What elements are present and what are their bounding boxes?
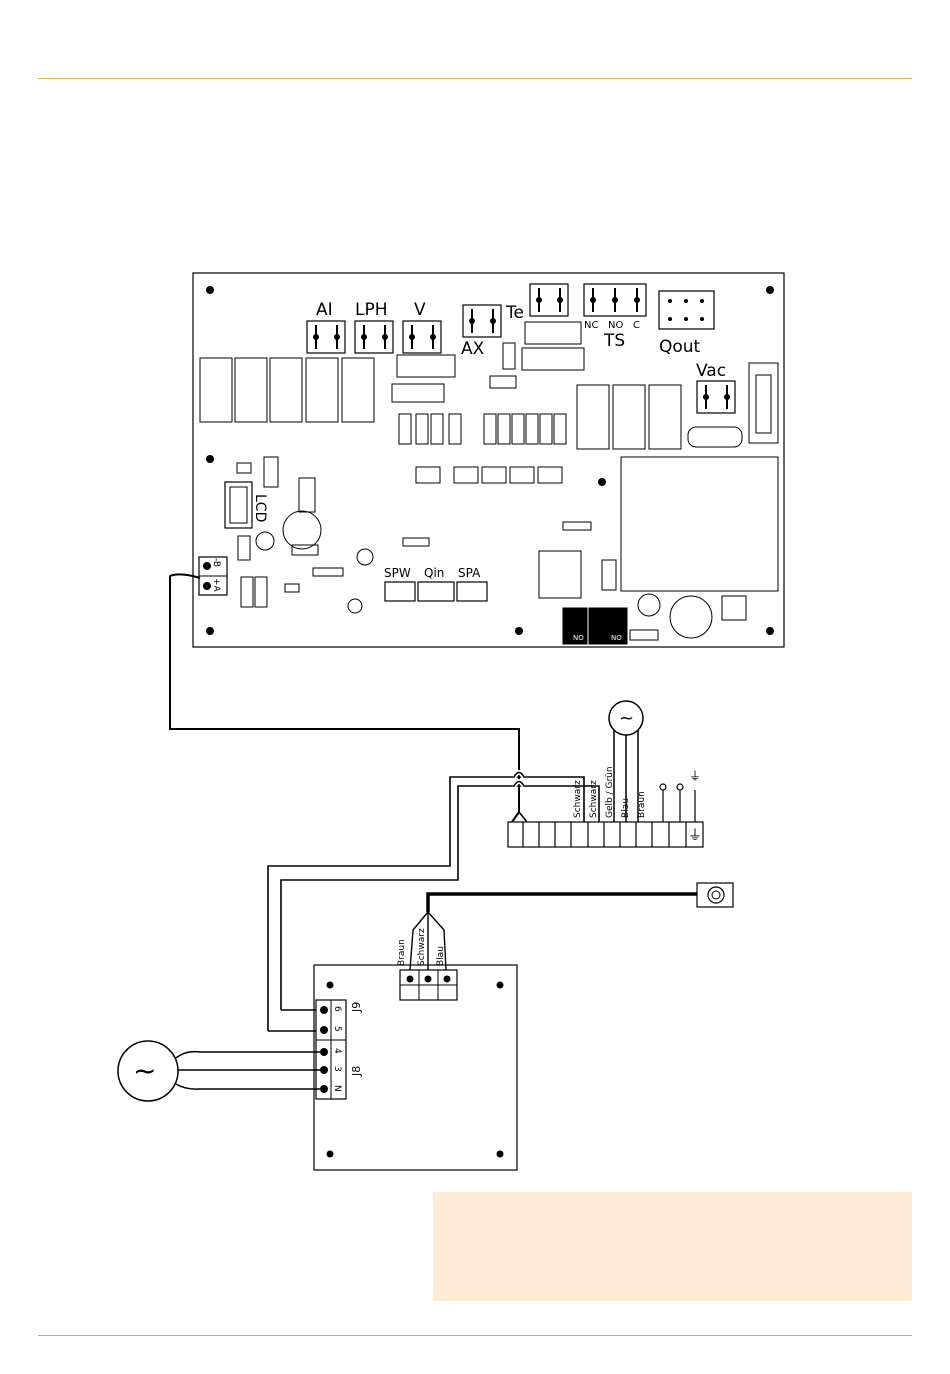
- pin-n: N: [332, 1085, 342, 1092]
- label-j9: J9: [350, 1002, 363, 1013]
- earth-symbol-top: ⏚: [689, 769, 701, 783]
- ac-source-bottom: ~: [118, 1041, 320, 1101]
- wire-label-schwarz-1: Schwarz: [573, 780, 583, 818]
- label-lcd: LCD: [252, 494, 268, 522]
- wire-label-schwarz-2: Schwarz: [589, 780, 599, 818]
- label-ts: TS: [603, 331, 625, 351]
- earth-symbol: ⏚: [688, 828, 702, 844]
- label-ax: AX: [461, 339, 485, 359]
- label-ts-nc: NC: [584, 320, 598, 331]
- wire-label-schwarz-3: Schwarz: [417, 928, 427, 966]
- label-v: V: [414, 300, 426, 320]
- label-dip-no-a: NO: [573, 634, 584, 642]
- label-ts-no: NO: [608, 320, 623, 331]
- pin-5: 5: [332, 1026, 342, 1032]
- wire-label-blau: Blau: [621, 798, 631, 818]
- label-spw: SPW: [384, 566, 411, 580]
- secondary-board: [314, 965, 517, 1170]
- ac-symbol-top: ~: [619, 708, 634, 729]
- label-te: Te: [505, 303, 524, 323]
- wire-label-gelb-gruen: Gelb / Grün: [605, 766, 615, 818]
- label-spa: SPA: [458, 566, 481, 580]
- pin-6: 6: [332, 1006, 342, 1012]
- label-qin: Qin: [424, 566, 444, 580]
- main-control-board: [193, 273, 784, 647]
- label-dip-no-b: NO: [611, 634, 622, 642]
- wire-label-braun-2: Braun: [397, 939, 407, 966]
- label-ts-c: C: [633, 320, 640, 331]
- label-bus-minus-b: -B: [211, 558, 221, 567]
- label-vac: Vac: [696, 361, 726, 381]
- note-box: [433, 1192, 912, 1301]
- label-ai: AI: [316, 300, 333, 320]
- pin-4: 4: [332, 1048, 342, 1054]
- ac-symbol-bottom: ~: [133, 1054, 156, 1087]
- wire-label-blau-2: Blau: [436, 946, 446, 966]
- wire-label-braun: Braun: [637, 791, 647, 818]
- label-j8: J8: [350, 1066, 363, 1077]
- terminal-strip: [508, 822, 703, 847]
- pin-3: 3: [332, 1066, 342, 1072]
- label-qout: Qout: [659, 337, 701, 357]
- label-bus-plus-a: +A: [211, 578, 221, 593]
- label-lph: LPH: [355, 300, 388, 320]
- sensor-cable: [410, 883, 733, 970]
